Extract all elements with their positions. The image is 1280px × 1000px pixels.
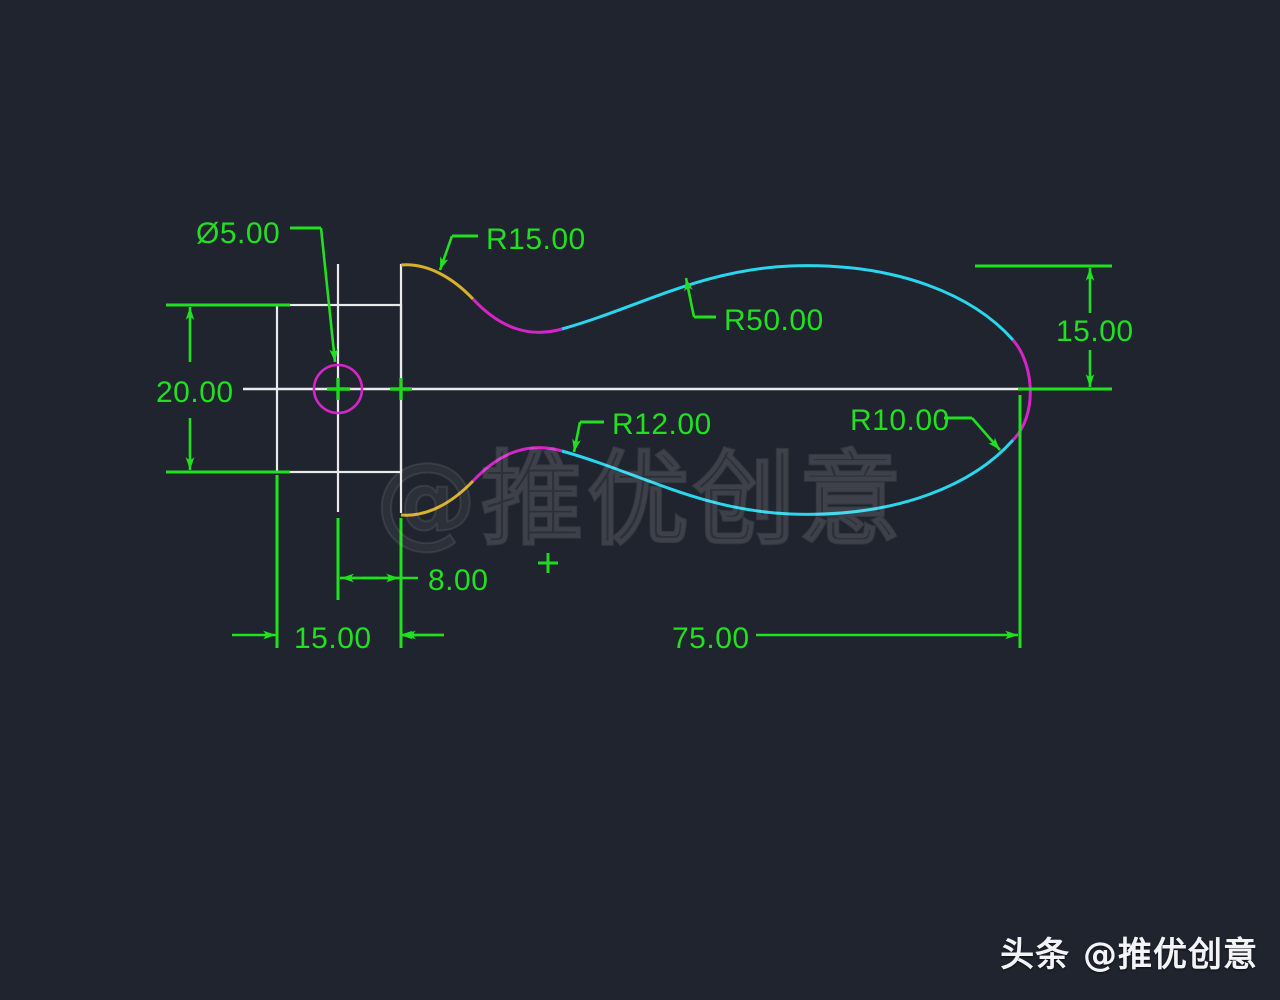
leader-r50-diagonal	[684, 277, 696, 318]
dim-label-r10: R10.00	[850, 404, 950, 437]
dim-label-r15: R15.00	[486, 223, 586, 256]
lower-arc-r12	[471, 446, 563, 483]
corner-watermark: 头条 @推优创意	[1000, 935, 1258, 975]
dim-label-75: 75.00	[672, 622, 750, 655]
profile-arcs-layer	[312, 263, 1032, 517]
snap-node-markers	[327, 378, 412, 400]
leader-r15-diagonal	[438, 235, 454, 271]
leader-r12-diagonal	[572, 421, 582, 453]
dim-label-8: 8.00	[428, 564, 488, 597]
leader-r10[interactable]	[944, 416, 1001, 451]
upper-arc-r50	[561, 264, 1015, 341]
dim-label-dia5: Ø5.00	[196, 217, 280, 250]
dimension-text-layer: Ø5.00 R15.00 R50.00 R12.00 R10.00 20.00 …	[156, 217, 1134, 655]
dim-label-15-vertical: 15.00	[1056, 315, 1134, 348]
upper-arc-r12	[471, 297, 563, 334]
lower-arc-r15	[400, 479, 475, 517]
dim-label-15-horizontal: 15.00	[294, 622, 372, 655]
dim-label-r50: R50.00	[724, 304, 824, 337]
leader-r10-diagonal	[971, 417, 1001, 451]
dim-label-20: 20.00	[156, 376, 234, 409]
hole-circle	[312, 363, 364, 415]
dim-label-r12: R12.00	[612, 408, 712, 441]
leader-dia5-diagonal	[319, 227, 339, 363]
upper-arc-r15	[400, 263, 475, 301]
leader-r15[interactable]	[438, 234, 478, 271]
geometry-layer	[243, 264, 1062, 513]
dim-20-group[interactable]	[166, 303, 290, 474]
leader-dia5[interactable]	[290, 226, 339, 363]
leader-r12[interactable]	[572, 420, 604, 453]
dimension-layer	[166, 226, 1112, 648]
lower-arc-r50	[561, 439, 1015, 516]
leader-r50[interactable]	[684, 277, 716, 319]
cross-marker-lower	[538, 553, 558, 573]
dim-15v-group[interactable]	[975, 264, 1112, 391]
